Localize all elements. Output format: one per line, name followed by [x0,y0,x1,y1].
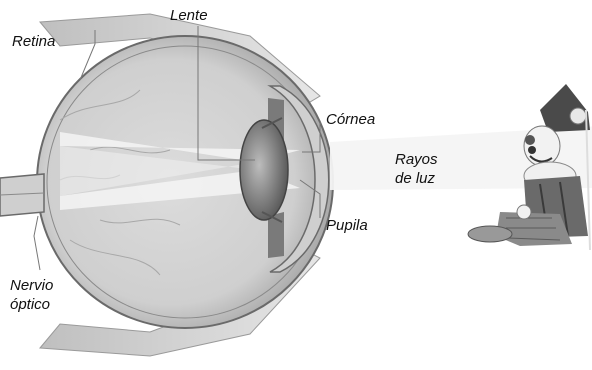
optic-nerve-label: Nervio óptico [10,276,53,314]
retina-label: Retina [12,32,55,51]
light-rays-label: Rayos de luz [395,150,438,188]
light-rays-label-line-2: de luz [395,169,438,188]
optic-nerve-label-line-2: óptico [10,295,53,314]
optic-nerve-label-line-1: Nervio [10,276,53,295]
cornea-label: Córnea [326,110,375,129]
lens [240,118,288,222]
optic-nerve [0,174,44,216]
pupil-label: Pupila [326,216,368,235]
lens-label: Lente [170,6,208,25]
light-rays-label-line-1: Rayos [395,150,438,169]
